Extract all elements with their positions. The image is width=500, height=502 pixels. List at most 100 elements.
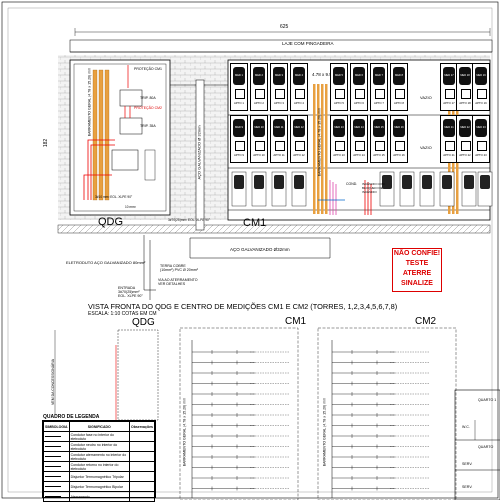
meter-icon: MED 2 <box>253 67 265 85</box>
meter-label: MED 6 <box>355 74 363 77</box>
warning-sign: NÃO CONFIE! TESTE ATERRE SINALIZE <box>392 248 442 292</box>
apto-label: APTO 3 <box>274 101 284 105</box>
meter-icon <box>274 175 284 189</box>
apto-label: APTO 13 <box>333 153 345 157</box>
breaker-icon <box>275 141 285 151</box>
meter-label: MED 23 <box>476 126 486 129</box>
circuit-branch <box>192 455 255 459</box>
meter-label: MED 10 <box>254 126 264 129</box>
meter-icon <box>254 175 264 189</box>
meter-icon: MED 23 <box>475 119 487 137</box>
circuit-branch <box>332 350 395 354</box>
breaker-icon <box>445 89 455 99</box>
legend-row: Condutor fase no interior do eletroduto <box>43 431 155 442</box>
apto-label: APTO 23 <box>475 153 487 157</box>
meter-icon <box>422 175 432 189</box>
electrode-label: ELETRODUTO AÇO GALVANIZADO 80mm² <box>66 260 146 265</box>
legend-row: Disjuntor Termomagnético Bipolar <box>43 481 155 492</box>
top-box-dim: 4.78 x 9.52 <box>312 72 335 77</box>
meter-label: MED 11 <box>274 126 284 129</box>
meter-icon <box>464 175 474 189</box>
legend-row: Disjuntor Termomagnético Tripolar <box>43 471 155 482</box>
circuit-branch <box>192 465 255 470</box>
schematic-bar-label-2: BARRAMENTO GERAL (4.78 x 15.20) mm <box>322 397 327 467</box>
meter-label: MED 21 <box>444 126 454 129</box>
meter-label: MED 1 <box>235 74 243 77</box>
apto-label: APTO 10 <box>253 153 265 157</box>
meter-label: MED 16 <box>394 126 404 129</box>
schematic-cm2-title: CM2 <box>415 316 437 327</box>
meter-label: MED 19 <box>476 74 486 77</box>
protection-cm2: PROTEÇÃO CM2 <box>134 106 163 110</box>
legend-notes <box>129 431 155 442</box>
meter-icon: MED 8 <box>393 67 405 85</box>
small-label-3: 3#70(25)mm² EOL. XLPE 90° <box>168 218 211 222</box>
warning-line-3: ATERRE <box>402 270 432 277</box>
meter-icon <box>402 175 412 189</box>
apto-label: APTO 14 <box>353 153 365 157</box>
meter-icon: MED 15 <box>373 119 385 137</box>
meter-label: MED 15 <box>374 126 384 129</box>
meter-icon: MED 11 <box>273 119 285 137</box>
apto-label: APTO 8 <box>394 101 404 105</box>
cm1-label: CM1 <box>243 217 267 229</box>
trip-35a: TRIP. 35A <box>140 124 156 128</box>
room-quarto: QUARTO <box>478 445 494 449</box>
apto-label: APTO 17 <box>443 101 455 105</box>
apto-label: APTO 4 <box>294 101 304 105</box>
incendio-note: INCÊNDIO COM BLOQUEIO DE INCÊNDIO <box>362 182 385 194</box>
drawing-scale: ESCALA: 1:10 COTAS EM CM <box>88 311 157 317</box>
legend-meaning: Disjuntor Termomagnético Tripolar <box>68 471 131 482</box>
breaker-icon <box>335 89 345 99</box>
legend-header-meaning: SIGNIFICADO <box>68 421 131 432</box>
legend-meaning: Condutor retorno no interior do eletrodu… <box>68 461 131 472</box>
drawing-title: VISTA FRONTA DO QDG E CENTRO DE MEDIÇÕES… <box>88 302 398 311</box>
meter-icon: MED 14 <box>353 119 365 137</box>
legend-notes <box>129 481 155 492</box>
meter-icon <box>442 175 452 189</box>
apto-label: APTO 19 <box>475 101 487 105</box>
circuit-branch <box>332 434 395 438</box>
apto-label: APTO 12 <box>293 153 305 157</box>
legend-symbol <box>43 481 70 492</box>
circuit-branch <box>192 402 255 407</box>
breaker-icon <box>395 141 405 151</box>
circuit-branch <box>332 444 395 449</box>
legend-notes <box>129 451 155 462</box>
room-wc: W.C. <box>462 425 470 429</box>
circuit-branch <box>332 402 395 407</box>
meter-icon: MED 22 <box>459 119 471 137</box>
circuit-branch <box>192 423 255 428</box>
entry-label: ENTRADA 3#70(25)mm² EOL. XLPE 90° <box>118 286 143 298</box>
meter-box: MED 23 APTO 23 <box>472 115 490 163</box>
meter-label: MED 4 <box>295 74 303 77</box>
apto-label: APTO 22 <box>459 153 471 157</box>
circuit-branch <box>192 360 255 365</box>
side-pipe-label: AÇO GALVANIZADO Ø 32mm <box>196 125 202 180</box>
breaker-icon <box>255 89 265 99</box>
slab-label: LAJE COM PINGADEIRA <box>282 41 334 46</box>
breaker-icon <box>295 141 305 151</box>
via-label: VIA AO ATERRAMENTO VER DETALHES <box>158 278 198 286</box>
legend-notes <box>129 491 155 502</box>
meter-icon <box>294 175 304 189</box>
breaker-icon <box>477 89 487 99</box>
schematic-cm1-title: CM1 <box>285 316 307 327</box>
legend-header-symbol: SIMBOLOGIA <box>43 421 70 432</box>
room-serv-2: SERV. <box>462 485 473 489</box>
breaker-icon <box>477 141 487 151</box>
circuit-branch <box>332 413 395 417</box>
breaker-icon <box>375 141 385 151</box>
cond-label: COND. <box>346 182 358 186</box>
warning-line-1: NÃO CONFIE! <box>393 250 441 257</box>
legend-notes <box>129 471 155 482</box>
legend-header-notes: Observações <box>129 421 155 432</box>
breaker-icon <box>355 141 365 151</box>
meter-icon: MED 4 <box>293 67 305 85</box>
meter-label: MED 8 <box>395 74 403 77</box>
meter-icon <box>382 175 392 189</box>
breaker-icon <box>445 141 455 151</box>
legend-symbol <box>43 431 70 442</box>
